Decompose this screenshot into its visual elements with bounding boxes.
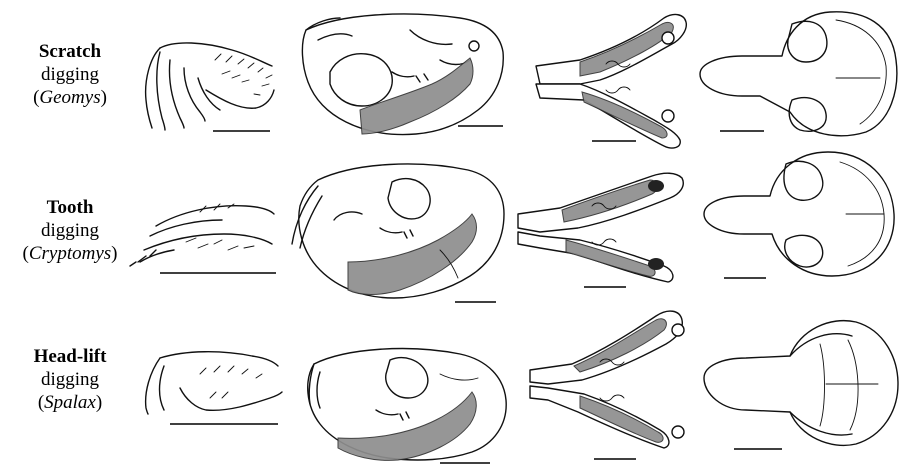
- forefoot-drawing-geomys: [146, 43, 274, 130]
- skull-lateral-cryptomys: [292, 164, 504, 298]
- skull-dorsal-cryptomys: [704, 152, 894, 276]
- skull-lateral-geomys: [302, 14, 503, 135]
- mandible-ventral-spalax: [530, 311, 684, 448]
- forefoot-drawing-cryptomys: [130, 204, 274, 266]
- skull-lateral-spalax: [308, 349, 506, 461]
- mandible-ventral-cryptomys: [518, 173, 683, 282]
- mandible-ventral-geomys: [536, 15, 686, 148]
- skull-dorsal-spalax: [704, 321, 898, 446]
- skull-dorsal-geomys: [700, 12, 897, 136]
- forefoot-drawing-spalax: [146, 352, 282, 414]
